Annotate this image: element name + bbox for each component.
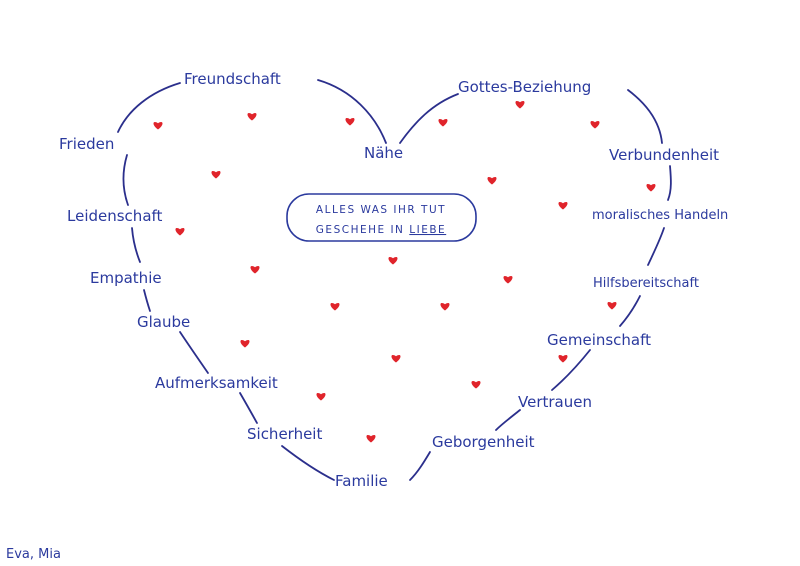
center-message-box <box>286 193 477 242</box>
heart-outline-right-5 <box>495 409 521 431</box>
word-gemeinschaft: Gemeinschaft <box>547 331 651 349</box>
heart-outline-left-2 <box>131 227 141 263</box>
small-heart-icon <box>316 393 326 401</box>
small-heart-icon <box>438 119 448 127</box>
small-heart-icon <box>153 122 163 130</box>
authors-signature: Eva, Mia <box>6 547 61 562</box>
word-labels: Freundschaft Gottes-Beziehung Frieden Nä… <box>59 70 728 490</box>
word-hilfsbereitschaft: Hilfsbereitschaft <box>593 276 699 291</box>
word-gottes-beziehung: Gottes-Beziehung <box>458 78 591 96</box>
small-heart-icon <box>250 266 260 274</box>
word-verbundenheit: Verbundenheit <box>609 146 719 164</box>
heart-outline-left-6 <box>281 445 335 481</box>
small-heart-icon <box>330 303 340 311</box>
word-familie: Familie <box>335 472 388 490</box>
word-leidenschaft: Leidenschaft <box>67 207 163 225</box>
small-heart-icon <box>440 303 450 311</box>
small-heart-icon <box>503 276 513 284</box>
heart-outline-right-top <box>627 89 663 144</box>
heart-outline-left-3 <box>143 289 151 312</box>
word-aufmerksamkeit: Aufmerksamkeit <box>155 374 278 392</box>
word-vertrauen: Vertrauen <box>518 393 592 411</box>
small-heart-icon <box>646 184 656 192</box>
heart-outline-right-3 <box>619 295 641 327</box>
small-heart-icon <box>391 355 401 363</box>
heart-outline-right-6 <box>409 451 431 481</box>
word-sicherheit: Sicherheit <box>247 425 322 443</box>
heart-outline-left-top <box>117 82 181 133</box>
heart-outline-left-4 <box>179 331 209 374</box>
word-naehe: Nähe <box>364 144 403 162</box>
heart-outline-right-4 <box>551 349 591 391</box>
small-heart-icon <box>388 257 398 265</box>
small-heart-icon <box>175 228 185 236</box>
small-hearts <box>153 101 656 443</box>
word-freundschaft: Freundschaft <box>184 70 281 88</box>
heart-outline <box>117 79 672 481</box>
center-message-line1: ALLES WAS IHR TUT <box>316 204 446 216</box>
word-empathie: Empathie <box>90 269 162 287</box>
small-heart-icon <box>247 113 257 121</box>
center-message: ALLES WAS IHR TUT GESCHEHE IN LIEBE <box>286 193 477 242</box>
heart-outline-top-middle <box>399 93 459 144</box>
heart-outline-top-left-lobe <box>317 79 387 144</box>
heart-outline-right-1 <box>667 165 672 201</box>
small-heart-icon <box>487 177 497 185</box>
center-message-line2-prefix: GESCHEHE IN <box>316 224 409 236</box>
center-message-line2: GESCHEHE IN LIEBE <box>316 224 446 236</box>
heart-outline-right-2 <box>647 227 665 266</box>
small-heart-icon <box>558 202 568 210</box>
small-heart-icon <box>515 101 525 109</box>
small-heart-icon <box>211 171 221 179</box>
center-message-highlight: LIEBE <box>409 224 446 236</box>
heart-outline-left-1 <box>122 154 129 206</box>
word-glaube: Glaube <box>137 313 190 331</box>
word-moralisches-handeln: moralisches Handeln <box>592 208 728 223</box>
small-heart-icon <box>366 435 376 443</box>
word-geborgenheit: Geborgenheit <box>432 433 535 451</box>
small-heart-icon <box>345 118 355 126</box>
small-heart-icon <box>558 355 568 363</box>
small-heart-icon <box>607 302 617 310</box>
heart-outline-left-5 <box>239 392 258 424</box>
small-heart-icon <box>590 121 600 129</box>
small-heart-icon <box>240 340 250 348</box>
word-frieden: Frieden <box>59 135 114 153</box>
small-heart-icon <box>471 381 481 389</box>
